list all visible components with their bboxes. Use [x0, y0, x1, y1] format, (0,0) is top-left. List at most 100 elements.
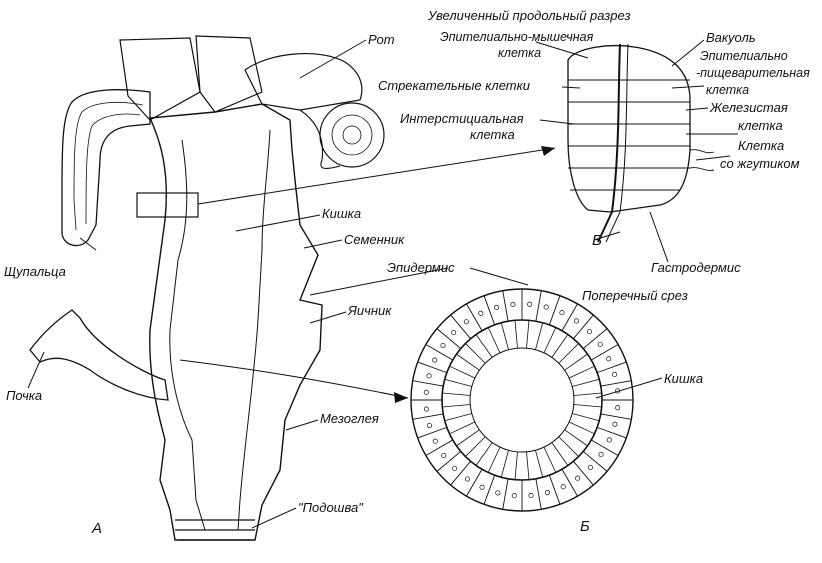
- epidermis-cell-wall: [561, 469, 578, 497]
- label-flagellum-2: со жгутиком: [720, 156, 800, 171]
- gastrodermis-cell-wall: [465, 343, 486, 364]
- label-kidney: Почка: [6, 388, 42, 403]
- epidermis-cell-wall: [502, 290, 509, 322]
- gastrodermis-cell-wall: [444, 413, 472, 422]
- label-sole: "Подошва": [298, 500, 364, 515]
- gastrodermis-cell-wall: [535, 322, 544, 350]
- cell-nucleus: [543, 304, 549, 310]
- label-epidermis: Эпидермис: [387, 260, 455, 275]
- label-glandular-1: Железистая: [709, 100, 788, 115]
- gastrodermis-cell-wall: [568, 421, 595, 435]
- gastrodermis-cell-wall: [543, 446, 557, 473]
- epidermis-cell-wall: [412, 413, 444, 420]
- cell-nucleus: [463, 319, 469, 325]
- left-tentacle: [61, 89, 151, 247]
- epidermis-cell-wall: [466, 303, 483, 331]
- cell-nucleus: [611, 371, 618, 378]
- label-epithelial-digestive-3: клетка: [706, 83, 749, 97]
- cell-nucleus: [575, 475, 581, 481]
- gastrodermis-cell-wall: [442, 404, 471, 408]
- label-gut-b: Кишка: [664, 371, 703, 386]
- epidermis-cell-wall: [483, 475, 496, 505]
- epidermis-cell-wall: [573, 460, 594, 486]
- epidermis-cell-wall: [450, 314, 471, 340]
- header-cross-section: Поперечный срез: [582, 288, 688, 303]
- cell-nucleus: [495, 490, 501, 496]
- gastrodermis-cell-wall: [500, 322, 509, 350]
- label-epithelial-muscle-cell-1: Эпителиально-мышечная: [440, 30, 594, 44]
- body-column: [148, 103, 323, 541]
- epidermis-cell-wall: [425, 439, 453, 456]
- epidermis-cell-wall: [548, 475, 561, 505]
- epidermis-cell-wall: [600, 413, 632, 420]
- epidermis-cell-wall: [591, 439, 619, 456]
- mouth-right-lobe: [195, 35, 263, 113]
- header-longitudinal-section: Увеличенный продольный разрез: [427, 8, 631, 23]
- cross-section-outer: [410, 288, 634, 512]
- gastrodermis-cell-wall: [564, 429, 588, 447]
- cell-nucleus: [587, 464, 593, 470]
- gut-wall: [169, 129, 271, 531]
- enlarged-section-outline: [567, 45, 691, 213]
- cell-nucleus: [586, 329, 592, 335]
- cell-nucleus: [451, 330, 457, 336]
- epidermis-cell-wall: [548, 295, 561, 325]
- cell-nucleus: [440, 342, 446, 349]
- cell-nucleus: [423, 406, 429, 412]
- enlarged-region-frame: [136, 192, 199, 218]
- cell-nucleus: [559, 310, 565, 316]
- gastrodermis-cell-wall: [442, 392, 471, 396]
- epidermis-cell-wall: [483, 295, 496, 325]
- gastrodermis-cell-wall: [551, 442, 569, 466]
- text-labels: Увеличенный продольный разрез Рот Эпител…: [4, 8, 810, 537]
- gastrodermis-cell-wall: [551, 334, 569, 358]
- epidermis-cell-wall: [436, 328, 462, 349]
- label-interstitial-2: клетка: [470, 127, 515, 142]
- cell-nucleus: [493, 304, 500, 311]
- gastrodermis-cell-wall: [526, 320, 530, 349]
- gastrodermis-cell-wall: [487, 327, 501, 354]
- epidermis-cell-wall: [535, 290, 542, 322]
- gastrodermis-cell-wall: [456, 429, 480, 447]
- epidermis-cell-wall: [597, 361, 627, 374]
- cell-nucleus: [597, 341, 603, 347]
- epidermis-cell-wall: [417, 361, 447, 374]
- cell-nucleus: [511, 493, 517, 499]
- cell-nucleus: [527, 301, 533, 307]
- label-ovary: Яичник: [347, 303, 392, 318]
- gastrodermis-cell-wall: [514, 320, 518, 349]
- cell-nucleus: [615, 405, 621, 411]
- cell-nucleus: [441, 453, 447, 459]
- label-epithelial-muscle-cell-2: клетка: [498, 46, 541, 60]
- gastrodermis-cell-wall: [500, 450, 509, 478]
- mesoglea-line: [597, 43, 621, 243]
- gastrodermis-cell-wall: [572, 413, 600, 422]
- gastrodermis-cell-wall: [475, 442, 493, 466]
- gastrodermis-cell-wall: [535, 450, 544, 478]
- gastrodermis-cell-wall: [465, 436, 486, 457]
- cell-nucleus: [612, 421, 618, 427]
- basal-disc: [175, 519, 255, 541]
- label-tentacles: Щупальца: [4, 264, 66, 279]
- cell-nucleus: [426, 373, 432, 379]
- epidermis-cell-wall: [450, 460, 471, 486]
- gastrodermis-cell-wall: [526, 451, 530, 480]
- cell-nucleus: [510, 301, 516, 307]
- gastrodermis-cell-wall: [456, 353, 480, 371]
- right-tentacle-bulb: [244, 53, 363, 111]
- epidermis-cell-wall: [591, 344, 619, 361]
- gastrodermis-cell-wall: [573, 404, 602, 408]
- gastrodermis-cell-wall: [475, 334, 493, 358]
- mouth-left-lobe: [119, 37, 201, 121]
- epidermis-cell-wall: [582, 451, 608, 472]
- epidermis-cell-wall: [466, 469, 483, 497]
- label-testis: Семенник: [344, 232, 405, 247]
- cell-nucleus: [560, 484, 566, 490]
- label-interstitial-1: Интерстициальная: [400, 111, 524, 126]
- label-mouth: Рот: [368, 32, 395, 47]
- gastrodermis-cell-wall: [558, 436, 579, 457]
- panel-letter-v: В: [592, 232, 602, 249]
- gastrodermis-cell-wall: [573, 392, 602, 396]
